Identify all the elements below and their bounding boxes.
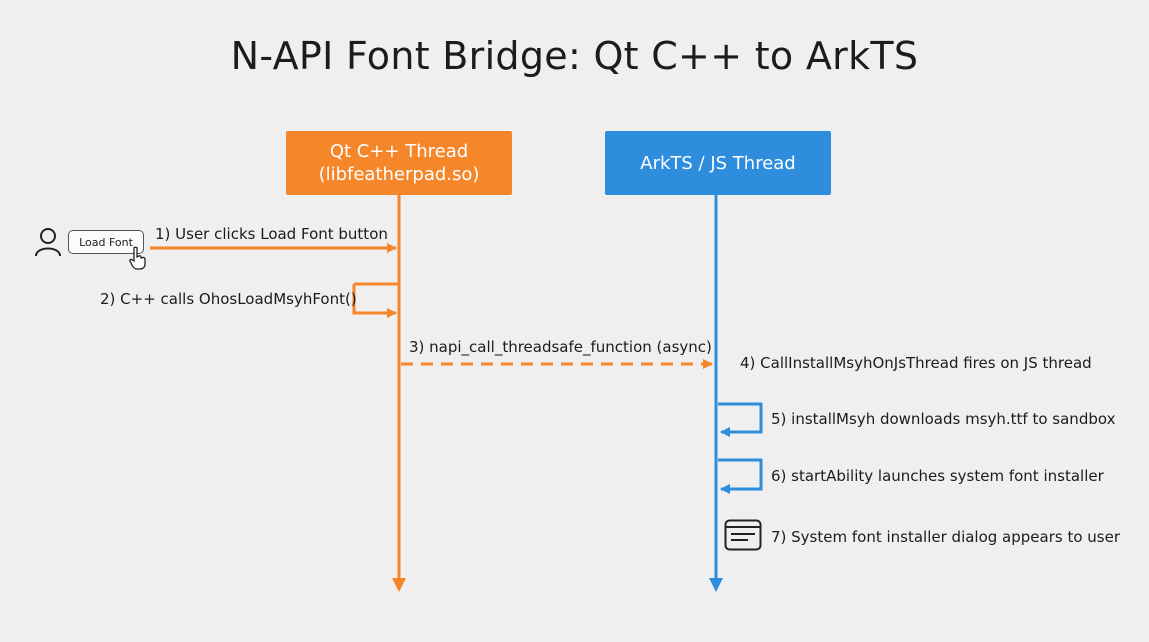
step6-label: 6) startAbility launches system font ins… <box>771 467 1104 485</box>
step1-label: 1) User clicks Load Font button <box>155 225 388 243</box>
step4-label: 4) CallInstallMsyhOnJsThread fires on JS… <box>740 354 1092 372</box>
step6-self-arrow <box>718 458 763 494</box>
ark-thread-lane-header: ArkTS / JS Thread <box>605 131 831 195</box>
ark-thread-lane-title: ArkTS / JS Thread <box>640 152 796 174</box>
qt-thread-lane-subtitle: (libfeatherpad.so) <box>318 164 480 185</box>
qt-thread-lane-header: Qt C++ Thread (libfeatherpad.so) <box>286 131 512 195</box>
step3-label: 3) napi_call_threadsafe_function (async) <box>409 338 712 356</box>
step5-self-arrow <box>718 402 763 437</box>
dialog-window-icon <box>724 519 762 551</box>
load-font-button[interactable]: Load Font <box>68 230 144 254</box>
qt-lifeline-end-arrow <box>392 578 406 592</box>
step2-self-arrow <box>352 282 399 313</box>
step7-label: 7) System font installer dialog appears … <box>771 528 1121 546</box>
user-icon <box>35 228 61 257</box>
ark-lifeline-end-arrow <box>709 578 723 592</box>
step2-label: 2) C++ calls OhosLoadMsyhFont() <box>100 290 357 308</box>
hand-pointer-icon <box>129 246 146 270</box>
step5-label: 5) installMsyh downloads msyh.ttf to san… <box>771 410 1116 428</box>
diagram-title: N-API Font Bridge: Qt C++ to ArkTS <box>230 34 919 78</box>
qt-thread-lane-title: Qt C++ Thread <box>329 141 469 162</box>
